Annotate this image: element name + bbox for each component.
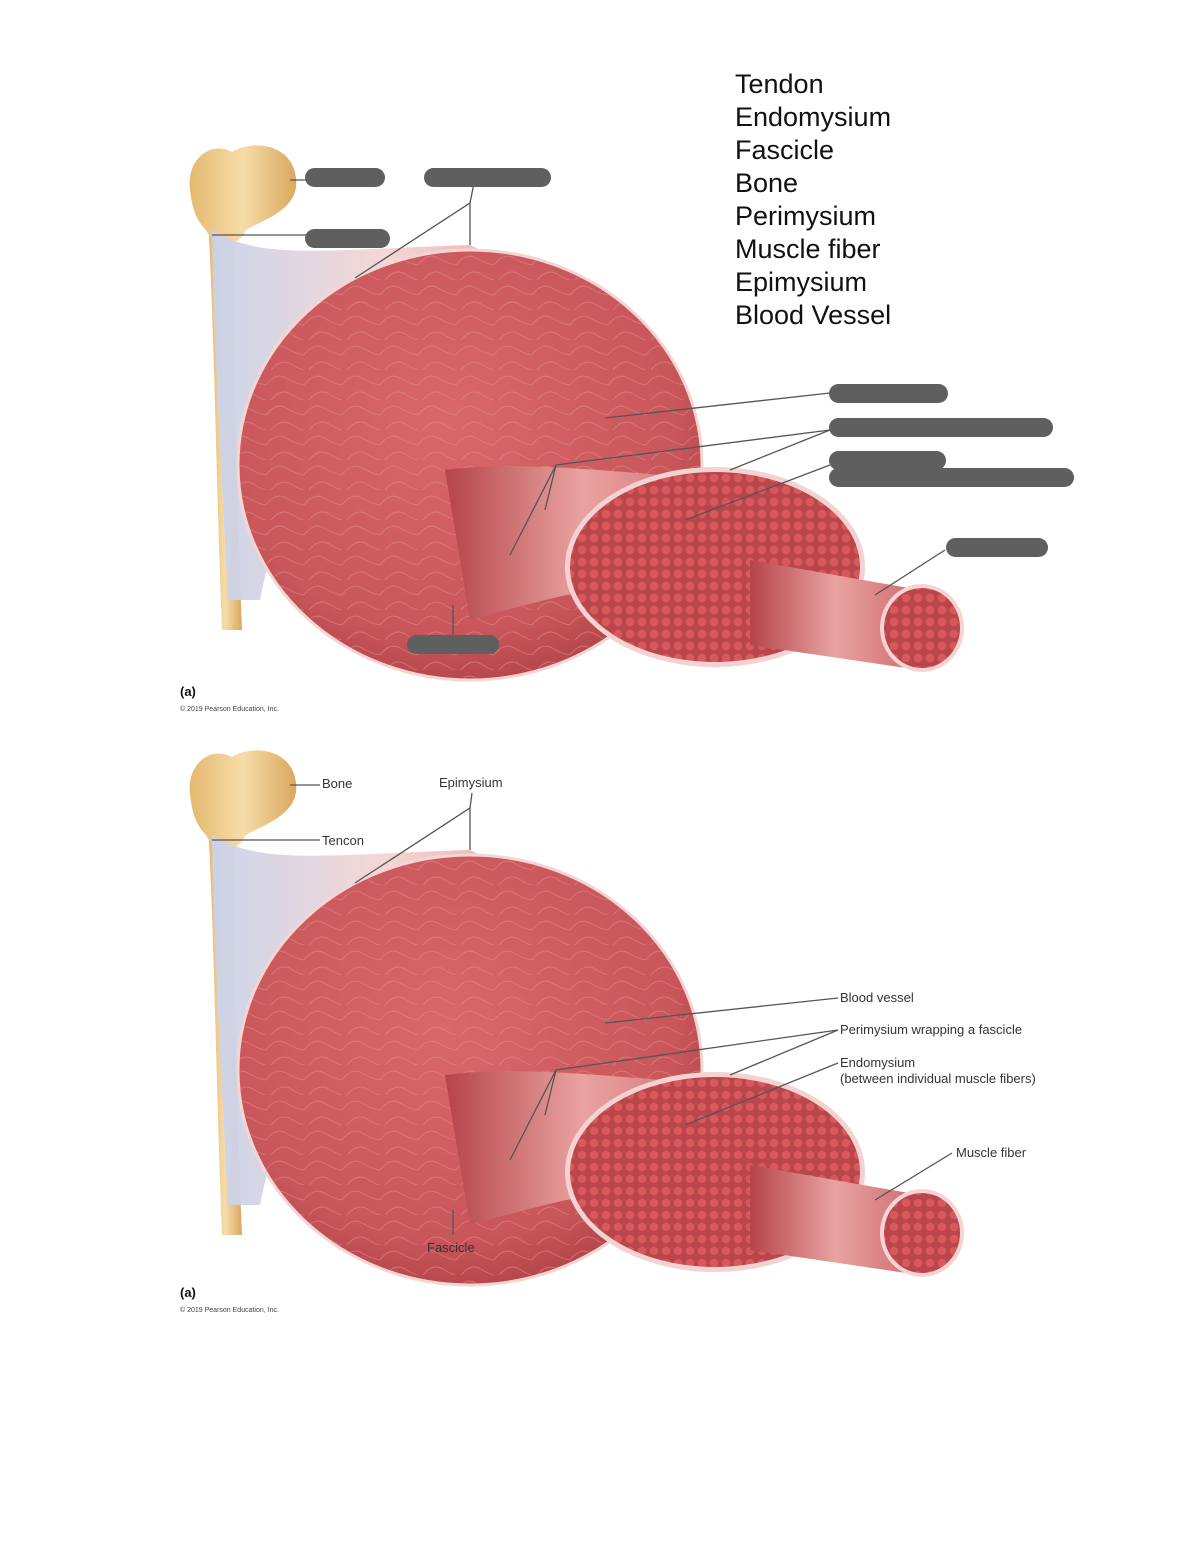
- figure-tag: (a): [180, 1285, 196, 1300]
- word-bank-item: Epimysium: [735, 267, 868, 297]
- label-fascicle: Fascicle: [427, 1240, 475, 1255]
- muscle-illustration: [189, 750, 964, 1287]
- label-tendon: Tencon: [322, 833, 364, 848]
- blank-label-blood-vessel[interactable]: [829, 384, 948, 403]
- word-bank-item: Bone: [735, 168, 799, 198]
- blank-label-perimysium[interactable]: [829, 418, 1053, 437]
- unlabeled-diagram-panel: (a) © 2019 Pearson Education, Inc.: [0, 100, 1200, 720]
- leader-lines: [212, 177, 946, 640]
- label-endomysium-detail: (between individual muscle fibers): [840, 1071, 1036, 1086]
- label-endomysium: Endomysium: [840, 1055, 916, 1070]
- bone-head: [189, 145, 297, 245]
- blank-label-bone[interactable]: [305, 168, 385, 187]
- word-bank-item: Perimysium: [735, 201, 877, 231]
- muscle-fiber-body: [750, 1165, 920, 1275]
- label-perimysium: Perimysium wrapping a fascicle: [840, 1022, 1023, 1037]
- word-bank-item: Muscle fiber: [735, 234, 881, 264]
- leader-lines: [212, 784, 953, 1235]
- word-bank-item: Fascicle: [735, 135, 835, 165]
- blank-label-endomysium-1[interactable]: [829, 451, 946, 470]
- muscle-fiber-body: [750, 560, 920, 670]
- figure-tag: (a): [180, 684, 196, 699]
- bone-head: [189, 750, 297, 850]
- word-bank-item: Tendon: [735, 69, 824, 99]
- blank-label-tendon[interactable]: [305, 229, 390, 248]
- label-blood-vessel: Blood vessel: [840, 990, 914, 1005]
- blank-label-muscle-fiber[interactable]: [946, 538, 1048, 557]
- copyright-notice: © 2019 Pearson Education, Inc.: [180, 706, 279, 713]
- blank-label-epimysium[interactable]: [424, 168, 551, 187]
- label-epimysium: Epimysium: [439, 775, 503, 790]
- word-bank: Tendon Endomysium Fascicle Bone Perimysi…: [735, 68, 891, 332]
- word-bank-item: Blood Vessel: [735, 300, 892, 330]
- word-bank-item: Endomysium: [735, 102, 892, 132]
- labeled-diagram-panel: Bone Tencon Epimysium Blood vessel Perim…: [0, 705, 1200, 1325]
- muscle-illustration: [189, 145, 964, 682]
- label-bone: Bone: [322, 776, 353, 791]
- copyright-notice: © 2019 Pearson Education, Inc.: [180, 1307, 279, 1314]
- blank-label-fascicle[interactable]: [407, 635, 499, 654]
- label-muscle-fiber: Muscle fiber: [956, 1145, 1027, 1160]
- blank-label-endomysium-2[interactable]: [829, 468, 1074, 487]
